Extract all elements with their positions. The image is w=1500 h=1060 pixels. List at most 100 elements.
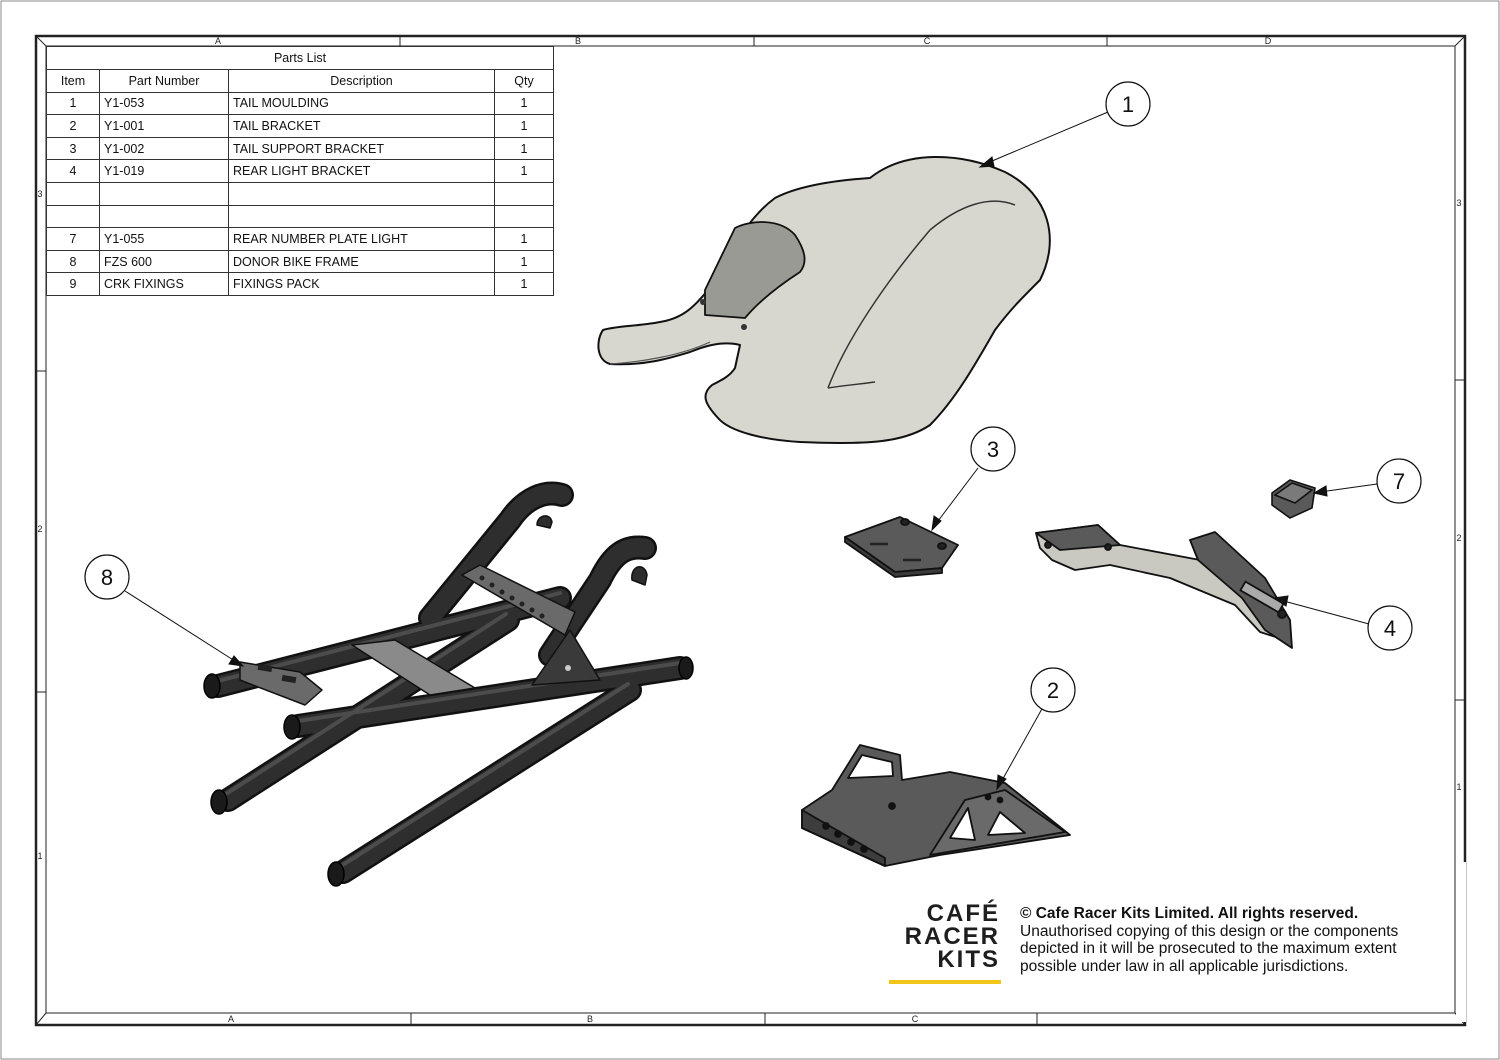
balloon-7: 7 (1376, 458, 1422, 504)
copyright-heading: © Cafe Racer Kits Limited. All rights re… (1020, 905, 1359, 922)
logo-line-kits: KITS (937, 946, 1000, 973)
balloon-7-label: 7 (1393, 469, 1405, 494)
logo-accent-bar (889, 980, 1001, 984)
column-header-description: Description (228, 69, 495, 93)
cell-description: REAR NUMBER PLATE LIGHT (228, 227, 495, 251)
cell-item: 9 (46, 272, 100, 296)
logo-line-racer: RACER (904, 923, 1000, 950)
zone-top-b: B (575, 36, 581, 46)
cell-item (46, 181, 100, 206)
copyright-notice: © Cafe Racer Kits Limited. All rights re… (1020, 905, 1450, 975)
tail-moulding-crease (827, 200, 1016, 389)
cell-qty: 1 (493, 136, 555, 161)
cell-item: 7 (46, 227, 100, 251)
zone-bottom-b: B (587, 1014, 593, 1024)
table-row: 3 Y1-002 TAIL SUPPORT BRACKET 1 (46, 136, 555, 161)
balloon-3-label: 3 (987, 437, 999, 462)
cell-item: 3 (46, 136, 100, 161)
cell-item: 4 (46, 159, 100, 183)
zone-right-2: 2 (1456, 533, 1461, 543)
cell-part-number: Y1-001 (99, 114, 229, 138)
cell-qty: 1 (493, 91, 555, 116)
cell-description: DONOR BIKE FRAME (228, 249, 495, 274)
tail-moulding-hole (741, 324, 747, 330)
cell-part-number: FZS 600 (99, 249, 229, 274)
balloon-1-label: 1 (1122, 92, 1134, 117)
rear-light-bracket-drawing (1035, 524, 1293, 649)
balloon-4: 4 (1367, 605, 1413, 651)
leader-lines (124, 111, 1378, 791)
tail-support-bracket-drawing (844, 516, 959, 578)
table-row: 4 Y1-019 REAR LIGHT BRACKET 1 (46, 159, 555, 183)
copyright-body: Unauthorised copying of this design or t… (1020, 922, 1399, 975)
tail-bracket-drawing (801, 744, 1071, 867)
cell-item (46, 204, 100, 229)
balloon-2-label: 2 (1047, 678, 1059, 703)
zone-top-d: D (1265, 36, 1272, 46)
zone-bottom-c: C (912, 1014, 919, 1024)
zone-right-3: 3 (1456, 198, 1461, 208)
table-row: 2 Y1-001 TAIL BRACKET 1 (46, 114, 555, 138)
cell-part-number: Y1-055 (99, 227, 229, 251)
balloon-8: 8 (84, 554, 130, 600)
number-plate-light-drawing (1271, 479, 1316, 519)
table-row: 7 Y1-055 REAR NUMBER PLATE LIGHT 1 (46, 227, 555, 251)
zone-top-a: A (215, 36, 221, 46)
cell-qty (493, 181, 555, 206)
cell-description (228, 181, 495, 206)
donor-bike-frame-drawing (203, 481, 694, 887)
table-row (46, 181, 555, 206)
table-row (46, 204, 555, 229)
cell-description: TAIL SUPPORT BRACKET (228, 136, 495, 161)
cafe-racer-kits-logo: CAFÉ RACER KITS (884, 902, 1002, 984)
column-header-part-number: Part Number (99, 69, 229, 93)
cell-qty: 1 (493, 227, 555, 251)
cell-item: 1 (46, 91, 100, 116)
cell-part-number: Y1-053 (99, 91, 229, 116)
cell-qty (493, 204, 555, 229)
tail-moulding-cutout (704, 221, 806, 319)
cell-qty: 1 (493, 159, 555, 183)
cell-part-number: CRK FIXINGS (99, 272, 229, 296)
tail-moulding-shape (597, 155, 1051, 444)
cell-qty: 1 (493, 272, 555, 296)
table-row: 8 FZS 600 DONOR BIKE FRAME 1 (46, 249, 555, 274)
cell-item: 8 (46, 249, 100, 274)
zone-left-2: 2 (37, 524, 42, 534)
zone-left-1: 1 (37, 851, 42, 861)
cell-item: 2 (46, 114, 100, 138)
zone-bottom-a: A (228, 1014, 234, 1024)
balloon-4-label: 4 (1384, 616, 1396, 641)
frame-outer-border (34, 34, 1467, 1027)
parts-list-title: Parts List (45, 46, 555, 70)
cell-description: TAIL MOULDING (228, 91, 495, 116)
zone-dividers (36, 36, 1465, 1025)
cell-description: TAIL BRACKET (228, 114, 495, 138)
cell-description (228, 204, 495, 229)
zone-left-3: 3 (37, 189, 42, 199)
cell-qty: 1 (493, 249, 555, 274)
cell-description: FIXINGS PACK (228, 272, 495, 296)
table-row: 9 CRK FIXINGS FIXINGS PACK 1 (46, 272, 555, 296)
logo-line-cafe: CAFÉ (926, 900, 1000, 927)
balloon-8-label: 8 (101, 565, 113, 590)
tail-moulding-hole (700, 299, 706, 305)
cell-part-number (99, 181, 229, 206)
column-header-qty: Qty (493, 69, 555, 93)
table-row: 1 Y1-053 TAIL MOULDING 1 (46, 91, 555, 116)
cell-description: REAR LIGHT BRACKET (228, 159, 495, 183)
column-header-item: Item (46, 69, 100, 93)
balloon-1: 1 (1105, 81, 1151, 127)
tail-moulding-drawing (597, 155, 1051, 444)
balloon-3: 3 (970, 426, 1016, 472)
cell-part-number (99, 204, 229, 229)
frame-inner-border (45, 45, 1456, 1014)
parts-list-table: Parts List Item Part Number Description … (45, 46, 555, 296)
zone-right-1: 1 (1456, 782, 1461, 792)
cell-qty: 1 (493, 114, 555, 138)
cell-part-number: Y1-002 (99, 136, 229, 161)
zone-top-c: C (924, 36, 931, 46)
cell-part-number: Y1-019 (99, 159, 229, 183)
